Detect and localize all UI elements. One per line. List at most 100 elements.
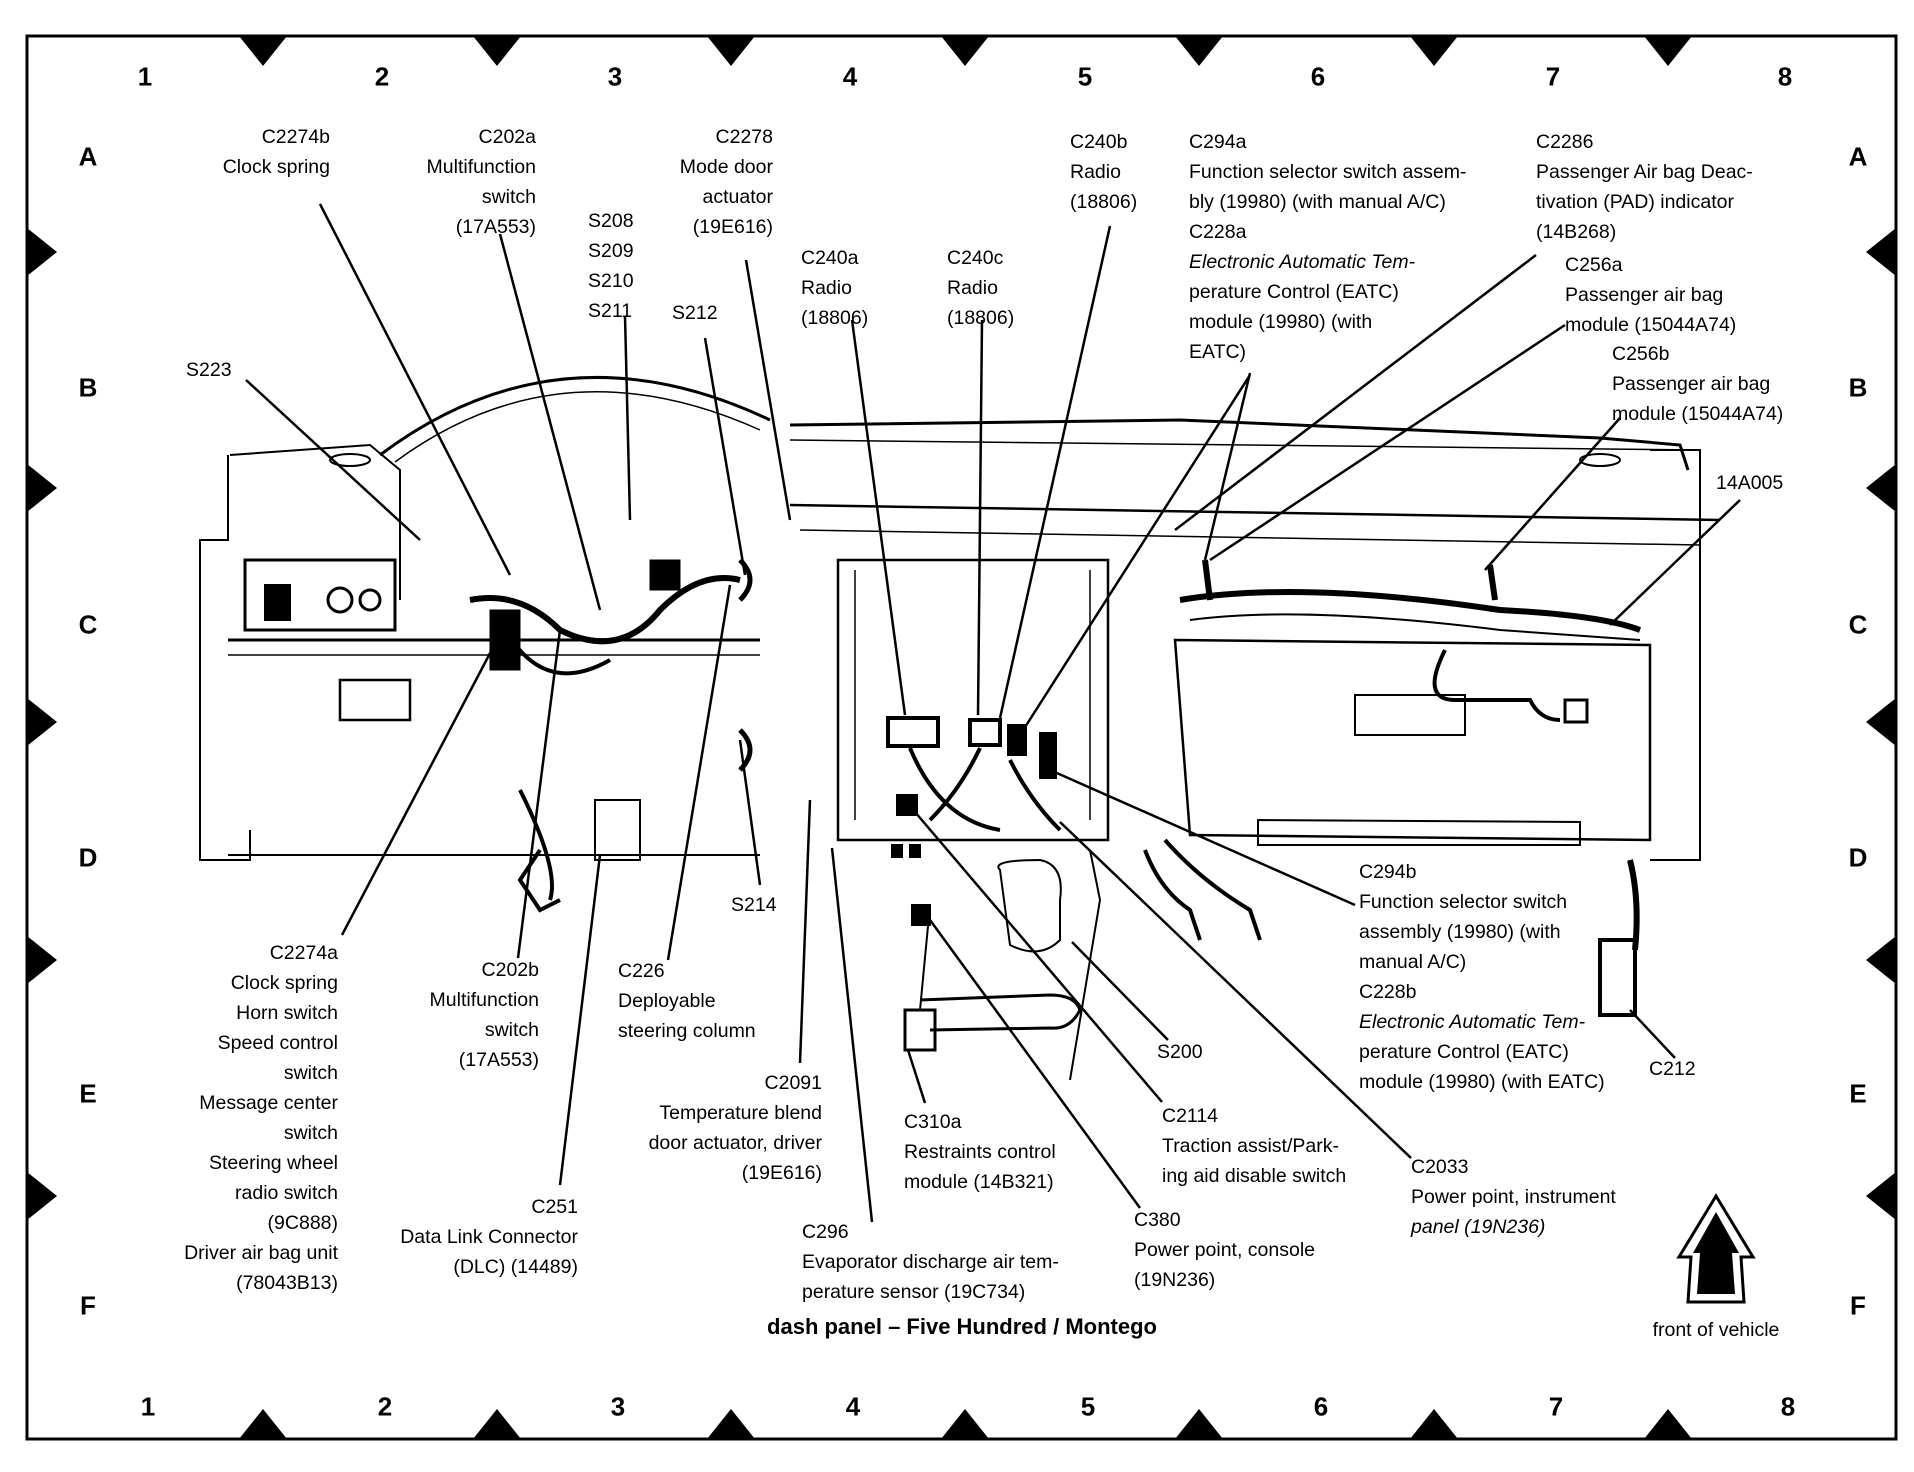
grid-column-bottom: 1 xyxy=(140,1391,156,1422)
label-line: C2114 xyxy=(1162,1105,1219,1127)
grid-column-top: 4 xyxy=(842,61,858,92)
grid-column-bottom: 2 xyxy=(377,1391,393,1422)
grid-row-left: D xyxy=(78,842,98,873)
grid-marker-bottom xyxy=(707,1409,755,1439)
label-line: Clock spring xyxy=(222,156,330,178)
grid-marker-right xyxy=(1866,1172,1896,1220)
grid-marker-top xyxy=(1644,36,1692,66)
label-line: perature sensor (19C734) xyxy=(802,1281,1026,1303)
grid-row-left: E xyxy=(79,1078,97,1109)
label-line: Speed control xyxy=(217,1032,338,1054)
c212-connector xyxy=(1598,938,1637,1017)
left-end-panel xyxy=(199,455,251,861)
front-of-vehicle-label: front of vehicle xyxy=(1652,1319,1780,1341)
label-line: Horn switch xyxy=(236,1002,338,1024)
label-line: Driver air bag unit xyxy=(184,1242,338,1264)
grid-marker-bottom xyxy=(1644,1409,1692,1439)
grid-column-top: 6 xyxy=(1310,61,1326,92)
label-line: Steering wheel xyxy=(209,1152,338,1174)
grid-markers xyxy=(27,36,1896,1439)
label-line: S209 xyxy=(588,240,634,262)
label-line: C240a xyxy=(801,247,859,269)
grid-marker-bottom xyxy=(1410,1409,1458,1439)
grid-marker-bottom xyxy=(473,1409,521,1439)
label-line: (9C888) xyxy=(267,1212,338,1234)
grid-column-top: 7 xyxy=(1545,61,1561,92)
steering-harness xyxy=(469,575,741,645)
dash-top-rail xyxy=(789,418,1690,471)
label-line: module (19980) (with EATC) xyxy=(1359,1071,1605,1093)
label-line: C256a xyxy=(1565,254,1623,276)
label-line: radio switch xyxy=(235,1182,338,1204)
label-line: Deployable xyxy=(618,990,716,1012)
label-c212: C212 xyxy=(1649,1054,1696,1084)
grid-marker-right xyxy=(1866,698,1896,746)
label-line: C240c xyxy=(947,247,1004,269)
label-line: panel (19N236) xyxy=(1411,1216,1546,1238)
grid-column-top: 2 xyxy=(374,61,390,92)
label-line: C202a xyxy=(478,126,536,148)
label-line: S212 xyxy=(672,302,718,324)
label-line: bly (19980) (with manual A/C) xyxy=(1189,191,1446,213)
grid-marker-left xyxy=(27,698,57,746)
grid-marker-bottom xyxy=(239,1409,287,1439)
passenger-end-panel xyxy=(1650,449,1701,861)
grid-marker-top xyxy=(1175,36,1223,66)
label-line: Multifunction xyxy=(429,989,539,1011)
label-line: (19E616) xyxy=(692,216,773,238)
label-line: C2286 xyxy=(1536,131,1594,153)
label-s200: S200 xyxy=(1157,1037,1203,1067)
label-line: switch xyxy=(283,1062,338,1084)
dash-panel-illustration xyxy=(199,375,1721,1081)
label-line: Passenger Air bag Deac- xyxy=(1536,161,1753,183)
label-line: Evaporator discharge air tem- xyxy=(802,1251,1059,1273)
label-line: Power point, console xyxy=(1134,1239,1316,1261)
grid-row-right: A xyxy=(1848,141,1868,172)
label-line: EATC) xyxy=(1189,341,1247,363)
label-line: C2091 xyxy=(764,1072,822,1094)
label-line: S200 xyxy=(1157,1041,1203,1063)
grid-column-top: 5 xyxy=(1077,61,1093,92)
label-line: Radio xyxy=(801,277,852,299)
label-line: switch xyxy=(484,1019,539,1041)
radio-connector-a xyxy=(886,716,940,748)
label-line: manual A/C) xyxy=(1359,951,1467,973)
grid-row-right: F xyxy=(1850,1290,1866,1321)
grid-marker-top xyxy=(1410,36,1458,66)
grid-column-bottom: 5 xyxy=(1080,1391,1096,1422)
label-line: C380 xyxy=(1134,1209,1181,1231)
label-line: C2274b xyxy=(261,126,330,148)
grid-column-top: 1 xyxy=(137,61,153,92)
label-line: (78043B13) xyxy=(236,1272,338,1294)
label-line: (19E616) xyxy=(741,1162,822,1184)
up-arrow-icon xyxy=(1676,1193,1756,1304)
label-line: (DLC) (14489) xyxy=(453,1256,578,1278)
label-line: switch xyxy=(481,186,536,208)
grid-column-bottom: 4 xyxy=(845,1391,861,1422)
grid-marker-left xyxy=(27,936,57,984)
label-line: perature Control (EATC) xyxy=(1359,1041,1569,1063)
grid-row-right: E xyxy=(1849,1078,1867,1109)
grid-row-left: F xyxy=(80,1290,96,1321)
label-line: (17A553) xyxy=(455,216,536,238)
label-line: Temperature blend xyxy=(659,1102,822,1124)
center-harness xyxy=(908,747,1062,832)
label-line: (17A553) xyxy=(458,1049,539,1071)
dlc-bracket xyxy=(594,799,641,861)
grid-column-bottom: 8 xyxy=(1780,1391,1796,1422)
label-line: module (19980) (with xyxy=(1189,311,1373,333)
label-s214: S214 xyxy=(731,890,777,920)
